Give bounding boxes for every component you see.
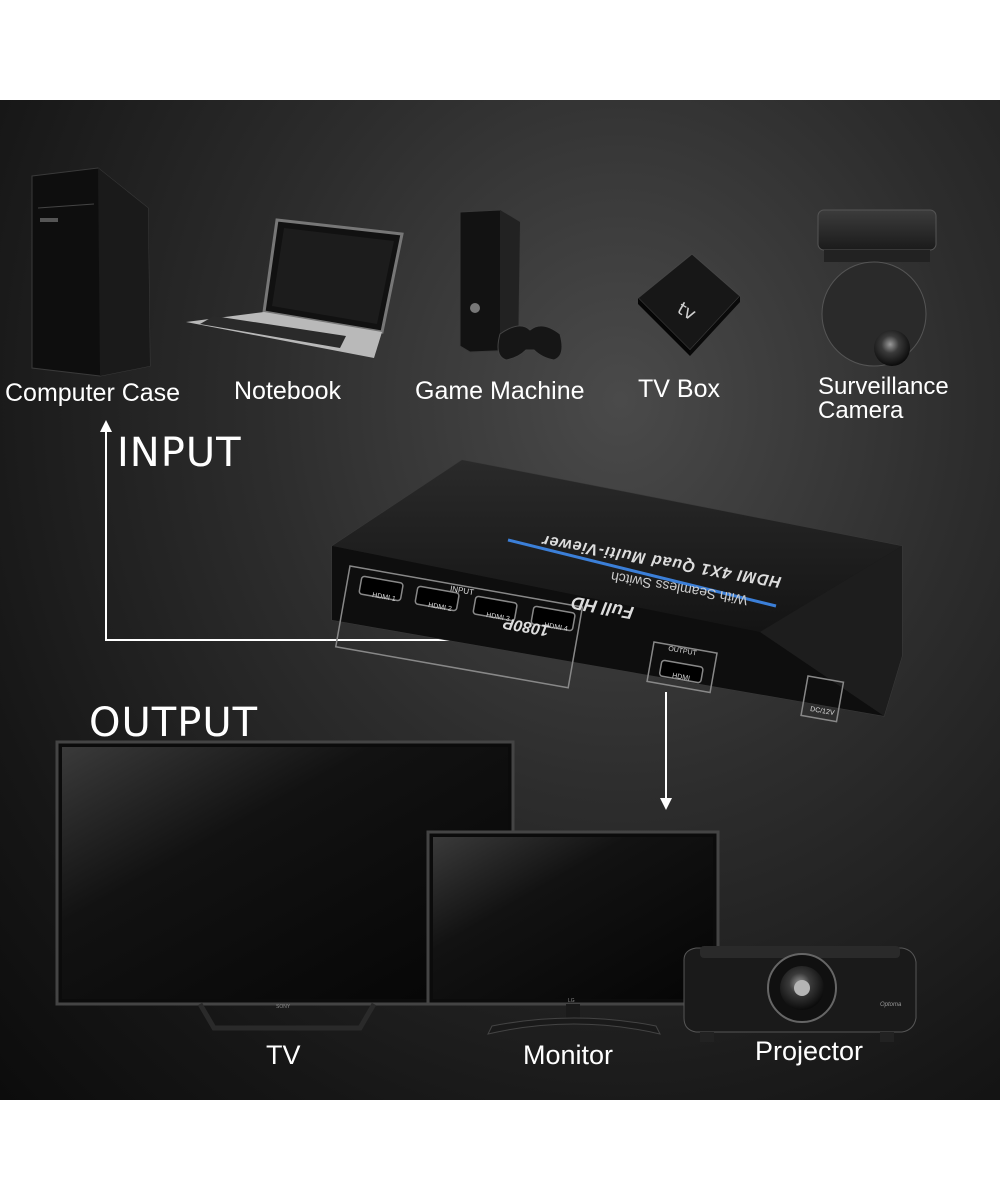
surveillance-camera-label-line2: Camera (818, 397, 904, 424)
computer-case-icon (31, 167, 151, 377)
notebook-label: Notebook (234, 377, 342, 405)
tv-brand-logo: SONY (276, 1004, 291, 1010)
hdmi-switcher-device (331, 459, 903, 723)
surveillance-camera-icon (817, 209, 937, 367)
projector-label: Projector (755, 1036, 864, 1066)
projector-icon (683, 946, 917, 1042)
monitor-brand-logo: LG (568, 998, 575, 1004)
input-arrow (100, 420, 462, 641)
infographic-panel: tv (0, 100, 1000, 1100)
tv-box-label: TV Box (638, 375, 720, 403)
output-arrow (660, 692, 672, 810)
device-illustrations: tv (31, 167, 937, 1042)
notebook-icon (186, 218, 404, 358)
game-machine-label: Game Machine (415, 377, 585, 405)
monitor-icon (426, 830, 720, 1035)
monitor-label: Monitor (523, 1040, 614, 1070)
surveillance-camera-label-line1: Surveillance (818, 373, 949, 400)
tv-label: TV (266, 1040, 301, 1070)
computer-case-label: Computer Case (5, 379, 181, 407)
switcher-full-hd: Full HD (569, 592, 636, 624)
surveillance-camera-label: Surveillance Camera (818, 375, 949, 423)
projector-brand-logo: Optoma (880, 1002, 902, 1008)
input-heading: INPUT (117, 430, 242, 476)
output-heading: OUTPUT (89, 700, 259, 746)
tv-box-icon: tv (637, 253, 741, 356)
game-console-icon (459, 209, 563, 361)
